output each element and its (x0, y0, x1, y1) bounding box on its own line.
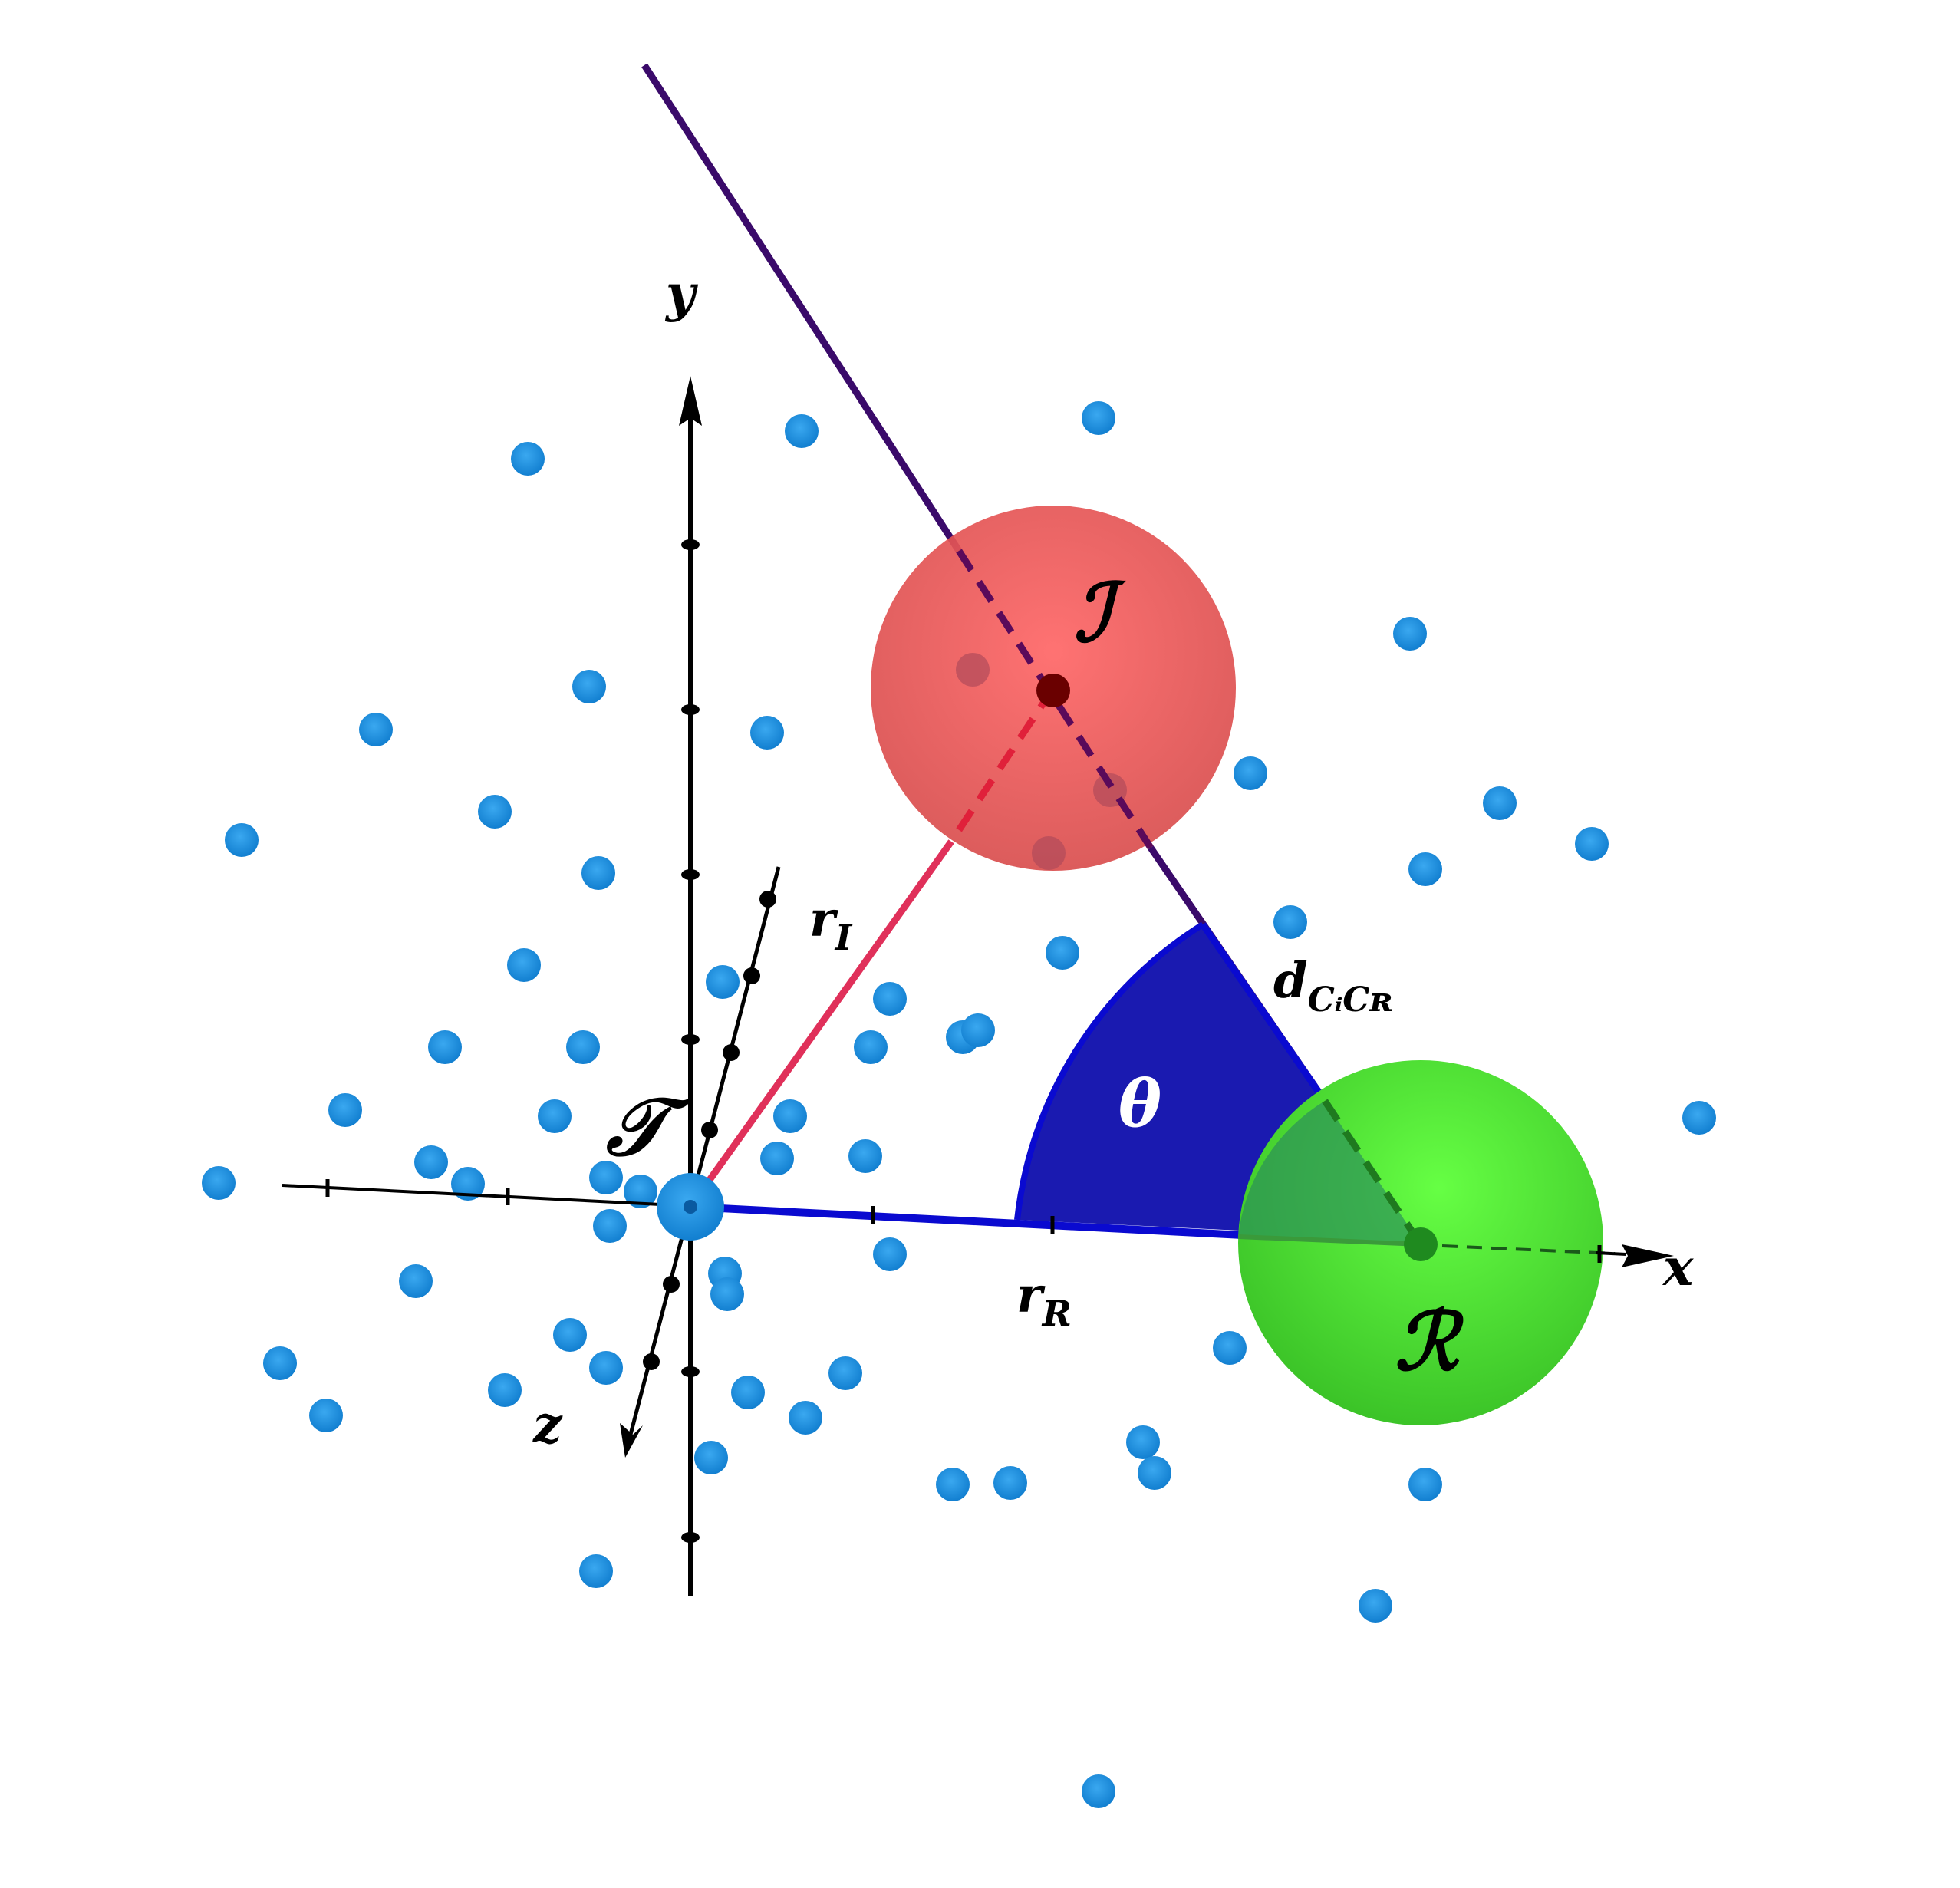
scatter-point (263, 1346, 297, 1380)
scatter-point (1575, 827, 1609, 861)
scatter-point (328, 1093, 362, 1127)
line-t-r (690, 1203, 1244, 1239)
scatter-points (202, 401, 1716, 1808)
scatter-point (553, 1318, 587, 1352)
axis-x-label: x (1662, 1237, 1694, 1297)
z-axis-arrow (620, 1423, 643, 1458)
scatter-point (773, 1099, 807, 1133)
scatter-point (873, 982, 907, 1016)
scatter-point (1082, 401, 1115, 435)
transmitter-label: 𝒯 (605, 1079, 692, 1174)
scatter-point (581, 856, 615, 890)
receiver-center (1404, 1227, 1438, 1261)
theta-edge-ir (1200, 922, 1328, 1103)
scatter-point (789, 1401, 822, 1435)
scatter-point (873, 1237, 907, 1271)
line-t-i (687, 839, 954, 1209)
scatter-point (1408, 852, 1442, 886)
scatter-point (572, 670, 606, 703)
scatter-point (507, 948, 541, 982)
scatter-point (694, 1441, 728, 1474)
scatter-point (1082, 1774, 1115, 1808)
y-axis-ticks (681, 539, 700, 1543)
line-i-r-upper (641, 63, 962, 553)
scatter-point (854, 1030, 888, 1064)
scatter-point (1393, 617, 1427, 651)
scatter-point (848, 1139, 882, 1173)
scatter-point (1126, 1425, 1160, 1459)
scatter-point (225, 823, 259, 857)
scatter-point (414, 1145, 448, 1179)
scatter-point-in-irs (1032, 836, 1066, 870)
scatter-point (785, 414, 819, 448)
scatter-point (1682, 1101, 1716, 1135)
axis-y-label: y (664, 263, 699, 323)
scatter-point (1483, 786, 1517, 820)
scatter-point (511, 442, 545, 476)
scatter-point (731, 1376, 765, 1409)
x-axis-positive-dashed (1441, 1244, 1616, 1255)
z-axis-ticks (643, 891, 776, 1370)
receiver-label: ℛ (1395, 1294, 1464, 1389)
scatter-point (760, 1142, 794, 1175)
theta-label: θ (1118, 1066, 1161, 1142)
r-i-label: rI (809, 891, 853, 958)
scatter-point (309, 1399, 343, 1432)
r-r-sub: R (1041, 1293, 1072, 1334)
axis-z-label: z (532, 1395, 563, 1455)
transmitter-center (684, 1200, 697, 1214)
scatter-point (589, 1161, 623, 1194)
scatter-point (428, 1030, 462, 1064)
scatter-point (202, 1166, 236, 1200)
scatter-point (593, 1209, 627, 1243)
theta-wedge-overlap (1238, 1101, 1421, 1244)
scatter-point (993, 1466, 1027, 1500)
scatter-point (1138, 1456, 1171, 1490)
r-r-main: r (1016, 1267, 1046, 1324)
line-i-r-dashed-in-receiver (1322, 1099, 1424, 1247)
x-axis-negative (282, 1184, 691, 1208)
scatter-point (936, 1468, 970, 1501)
scatter-point (1408, 1468, 1442, 1501)
scatter-point (1359, 1589, 1392, 1623)
scatter-point (1273, 905, 1307, 939)
y-axis-arrow (679, 376, 702, 426)
d-label: dCᵢCʀ (1273, 952, 1393, 1020)
scatter-point-in-irs (956, 653, 990, 687)
scatter-point (710, 1277, 744, 1311)
line-t-r-in-receiver (1237, 1234, 1421, 1247)
theta-arc (1014, 921, 1205, 1221)
line-t-i-dashed (948, 686, 1056, 844)
scatter-point (488, 1373, 522, 1407)
z-axis (625, 866, 781, 1447)
scatter-point (706, 965, 740, 999)
scatter-point (1046, 936, 1079, 970)
d-sub: CᵢCʀ (1308, 980, 1393, 1020)
irs-center (1036, 674, 1070, 707)
d-main: d (1273, 952, 1308, 1010)
scatter-point (399, 1264, 433, 1298)
r-i-main: r (809, 891, 838, 948)
r-i-sub: I (834, 917, 853, 958)
scatter-point (579, 1554, 613, 1588)
scatter-point (359, 713, 393, 746)
scatter-point (589, 1351, 623, 1385)
r-r-label: rR (1016, 1267, 1072, 1334)
scatter-point (624, 1175, 657, 1208)
scatter-point (961, 1013, 995, 1047)
scatter-point (828, 1356, 862, 1390)
scatter-point (451, 1167, 485, 1201)
scatter-point (478, 795, 512, 829)
x-axis-arrow (1622, 1244, 1674, 1267)
scatter-point (538, 1099, 572, 1133)
scatter-point (1213, 1331, 1247, 1365)
line-i-r-dashed (956, 549, 1154, 850)
scatter-point (566, 1030, 600, 1064)
scatter-point (750, 716, 784, 750)
scatter-point (1234, 756, 1267, 790)
